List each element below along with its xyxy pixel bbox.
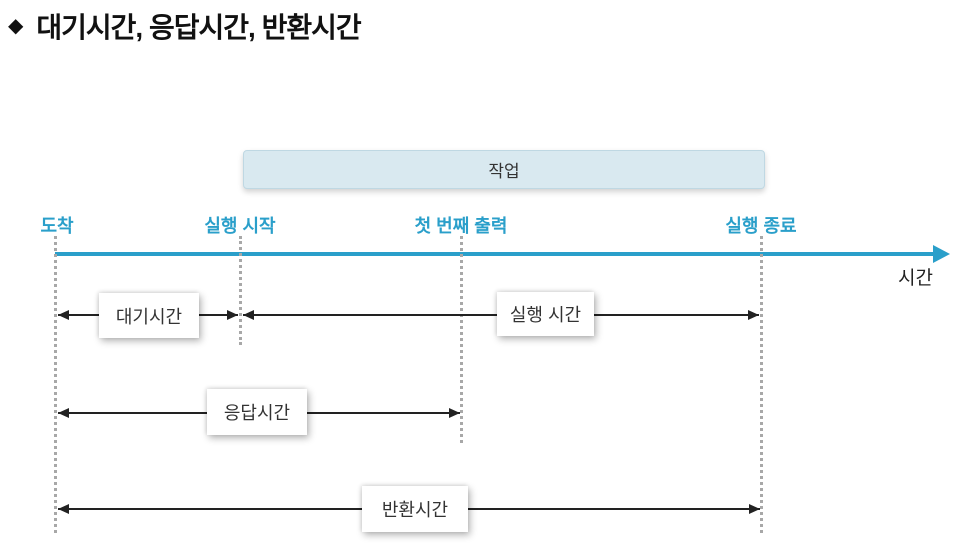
time-axis-label: 시간	[898, 268, 933, 289]
guide-line-exec-start	[239, 236, 242, 345]
page-title-text: 대기시간, 응답시간, 반환시간	[36, 12, 361, 43]
marker-arrival-label: 도착	[40, 216, 74, 236]
page-title: ◆ 대기시간, 응답시간, 반환시간	[8, 6, 362, 46]
guide-line-exec-end	[760, 236, 763, 533]
diamond-bullet-icon: ◆	[8, 15, 24, 37]
turnaround-time-label: 반환시간	[362, 486, 468, 532]
execution-time-label: 실행 시간	[497, 292, 594, 336]
response-time-label: 응답시간	[207, 389, 307, 435]
waiting-time-label: 대기시간	[99, 293, 199, 338]
job-box-label: 작업	[488, 162, 520, 181]
guide-line-first-output	[460, 236, 463, 443]
marker-first-output-label: 첫 번째 출력	[414, 216, 508, 236]
timeline-axis	[55, 252, 936, 256]
timeline-arrowhead-icon	[933, 245, 950, 263]
marker-exec-start-label: 실행 시작	[204, 216, 276, 236]
marker-exec-end-label: 실행 종료	[725, 216, 797, 236]
job-box: 작업	[243, 150, 765, 189]
guide-line-arrival	[54, 236, 57, 533]
